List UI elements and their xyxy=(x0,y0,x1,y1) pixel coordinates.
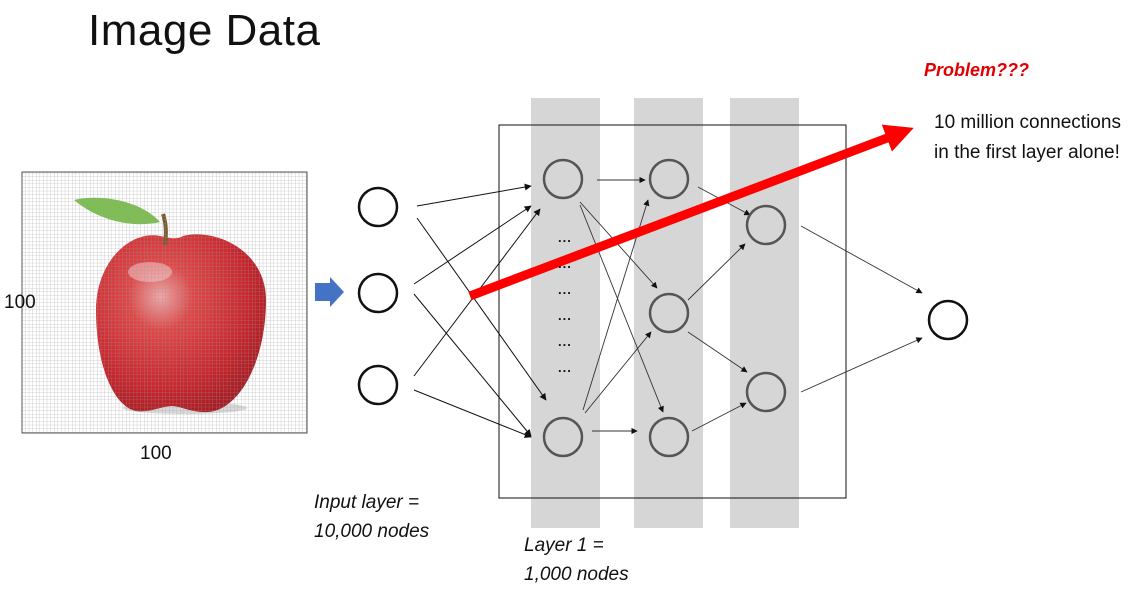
block-arrow-icon xyxy=(315,277,344,307)
layer-column-3 xyxy=(730,98,799,528)
input-connections xyxy=(413,183,547,438)
layer3-node-top xyxy=(745,204,787,246)
ellipsis-2: ... xyxy=(558,256,572,271)
layer-column-2 xyxy=(634,98,703,528)
ellipsis-4: ... xyxy=(558,308,572,323)
hidden-nodes xyxy=(542,158,787,458)
layer1-node-top xyxy=(542,158,584,200)
hidden-layers-box xyxy=(498,124,847,499)
ellipsis-6: ... xyxy=(558,360,572,375)
problem-arrow xyxy=(468,124,914,301)
ellipsis-5: ... xyxy=(558,334,572,349)
problem-label: Problem??? xyxy=(924,60,1030,80)
image-width-label: 100 xyxy=(140,443,172,464)
input-node-1 xyxy=(357,186,399,228)
layer1-node-bottom xyxy=(542,416,584,458)
slide-title: Image Data xyxy=(88,6,321,55)
layer2-node-mid xyxy=(648,292,690,334)
input-node-2 xyxy=(357,272,399,314)
input-node-3 xyxy=(357,364,399,406)
layer1-caption: Layer 1 = 1,000 nodes xyxy=(524,535,629,585)
apple-image xyxy=(21,171,308,434)
hidden-connections xyxy=(579,176,923,435)
layer2-node-top xyxy=(648,158,690,200)
ellipsis-3: ... xyxy=(558,282,572,297)
image-height-label: 100 xyxy=(4,292,36,313)
layer2-node-bottom xyxy=(648,416,690,458)
layer3-node-bottom xyxy=(745,371,787,413)
output-node xyxy=(927,299,969,341)
input-layer-caption: Input layer = 10,000 nodes xyxy=(314,492,430,542)
ellipsis-1: ... xyxy=(558,230,572,245)
problem-text: 10 million connections in the first laye… xyxy=(934,112,1121,163)
